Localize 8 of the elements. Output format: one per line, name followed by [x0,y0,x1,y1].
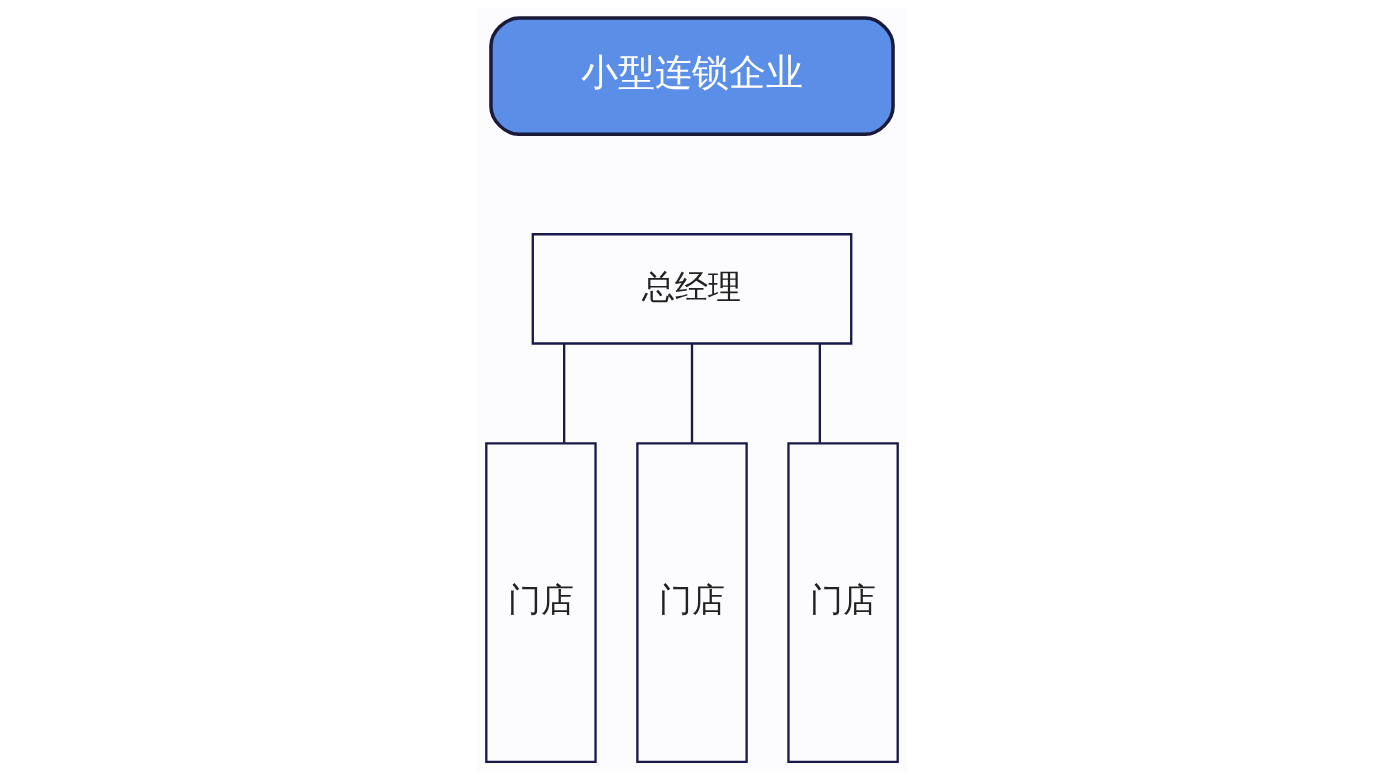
node-box: 总经理 [531,233,853,345]
node-box: 门店 [787,442,899,764]
node-box: 小型连锁企业 [489,16,895,137]
connector [690,343,694,443]
node-box: 门店 [485,442,597,764]
connector [563,343,566,443]
node-box: 门店 [636,442,748,764]
connector [818,343,821,443]
